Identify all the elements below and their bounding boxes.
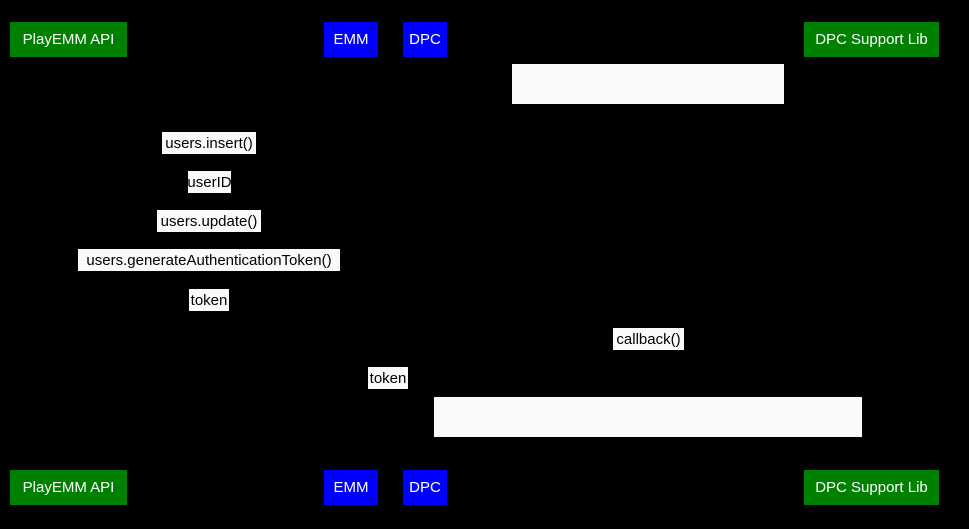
message-label-token-to-dpc: token <box>368 367 408 389</box>
participant-emm-bottom[interactable]: EMM <box>324 470 378 505</box>
participant-dpc-support-lib-top[interactable]: DPC Support Lib <box>804 22 939 57</box>
participant-label: EMM <box>333 479 369 496</box>
participant-label: PlayEMM API <box>22 479 115 496</box>
participant-label: DPC <box>409 31 441 48</box>
participant-label: DPC Support Lib <box>815 31 928 48</box>
participant-label: DPC <box>409 479 441 496</box>
participant-dpc-top[interactable]: DPC <box>403 22 447 57</box>
message-line-1: users.generateAuthenticationToken() <box>86 251 332 269</box>
participant-label: DPC Support Lib <box>815 479 928 496</box>
participant-emm-top[interactable]: EMM <box>324 22 378 57</box>
message-label-token-response: token <box>189 289 229 311</box>
participant-label: EMM <box>333 31 369 48</box>
message-label-userid: userID <box>187 171 232 193</box>
message-label-users-update: users.update() <box>157 210 261 232</box>
participant-playemm-api-top[interactable]: PlayEMM API <box>10 22 127 57</box>
message-label-ensure-working-environment: androidForWorkAccountSupport .ensureWork… <box>512 64 784 178</box>
message-line-1: userID <box>187 173 232 191</box>
message-label-users-insert: users.insert() <box>162 132 256 154</box>
participant-dpc-bottom[interactable]: DPC <box>403 470 447 505</box>
lifeline-playemm-api <box>68 57 69 470</box>
message-line-2: .addAndroidForWorkAccount(token, account… <box>447 494 849 511</box>
lifeline-emm <box>351 57 352 470</box>
message-label-generate-authentication-token: users.generateAuthenticationToken() <box>78 249 340 271</box>
message-line-1: androidForWorkAccountSupport <box>541 437 755 454</box>
message-line-1: token <box>369 369 407 387</box>
participant-dpc-support-lib-bottom[interactable]: DPC Support Lib <box>804 470 939 505</box>
message-line-1: users.insert() <box>165 134 253 152</box>
message-label-add-android-for-work-account: androidForWorkAccountSupport .addAndroid… <box>434 397 862 511</box>
message-line-1: users.update() <box>160 212 258 230</box>
lifeline-dpc-support-lib <box>871 57 872 470</box>
message-line-1: callback() <box>616 330 681 348</box>
participant-label: PlayEMM API <box>22 31 115 48</box>
participant-playemm-api-bottom[interactable]: PlayEMM API <box>10 470 127 505</box>
message-label-callback: callback() <box>613 328 684 350</box>
lifeline-dpc <box>425 57 426 470</box>
message-line-2: .ensureWorkingEnvironment(callback) <box>521 161 775 178</box>
message-line-1: token <box>190 291 228 309</box>
message-line-1: androidForWorkAccountSupport <box>541 104 755 121</box>
